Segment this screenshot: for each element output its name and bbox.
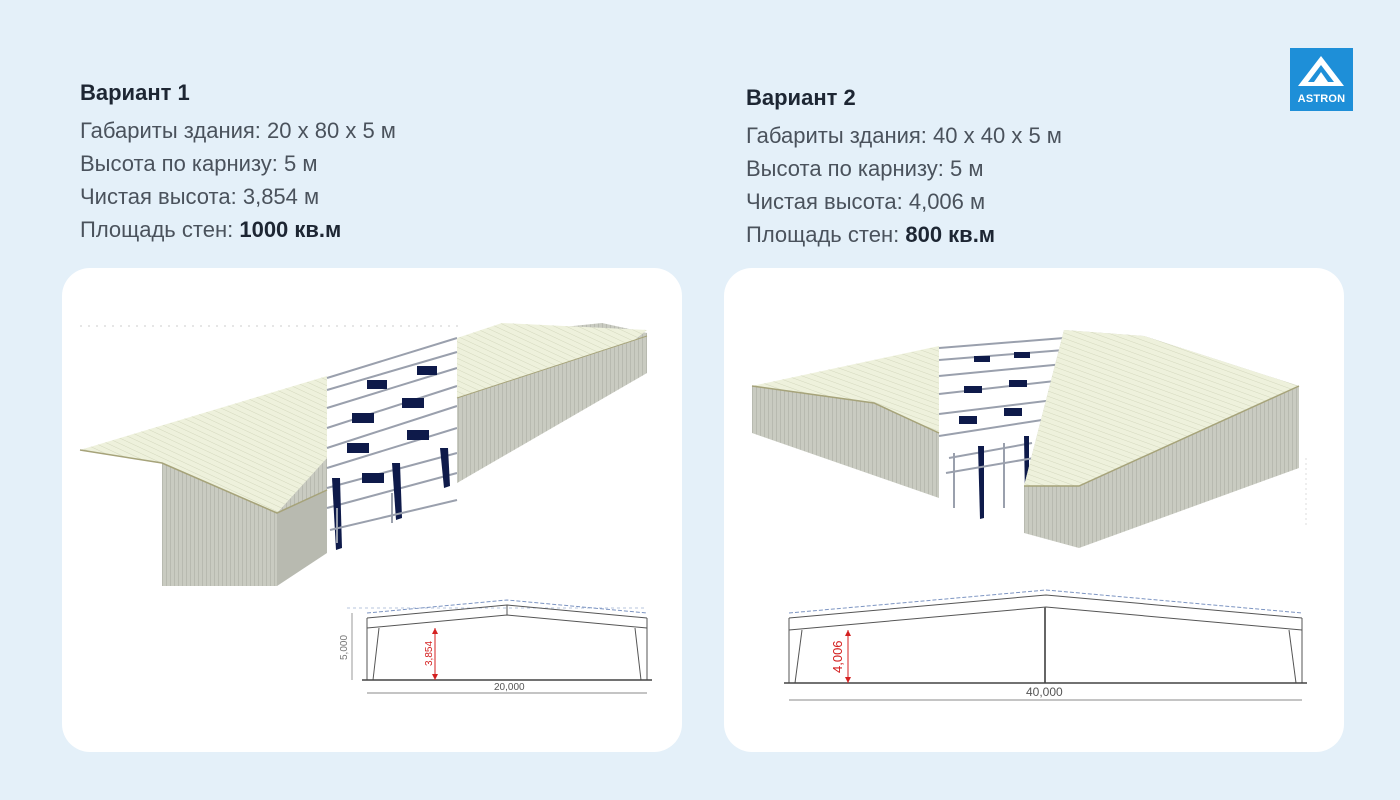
dimensions-value: 20 x 80 x 5 м [267, 118, 396, 143]
drawing-height-label: 5,000 [339, 635, 350, 660]
dimensions-value: 40 x 40 x 5 м [933, 123, 1062, 148]
wall-label: Площадь стен: [80, 217, 234, 242]
wall-label: Площадь стен: [746, 222, 900, 247]
clear-value: 3,854 м [242, 184, 320, 209]
dimensions-label: Габариты здания: [746, 123, 927, 148]
variant-1-dimensions: Габариты здания: 20 x 80 x 5 м [80, 114, 396, 147]
variant-2-building-illustration: 4,006 40,000 [751, 330, 1307, 701]
logo-roof-icon [1298, 56, 1344, 86]
clear-label: Чистая высота: [746, 189, 903, 214]
variant-2-eave-height: Высота по карнизу: 5 м [746, 152, 1062, 185]
variant-1-clear-height: Чистая высота: 3,854 м [80, 180, 396, 213]
drawing-width-label: 40,000 [1026, 685, 1063, 699]
variant-2-section-drawing [784, 589, 1307, 701]
variant-1-title: Вариант 1 [80, 80, 190, 105]
eave-value: 5 м [950, 156, 984, 181]
eave-value: 5 м [284, 151, 318, 176]
eave-label: Высота по карнизу: [746, 156, 944, 181]
variant-1-building-illustration: 5,000 3,854 20,000 [79, 323, 652, 694]
drawing-clear-height-label: 3,854 [424, 641, 435, 666]
variant-2-card: 4,006 40,000 [724, 268, 1344, 752]
drawing-width-label: 20,000 [494, 682, 525, 693]
variant-1-card: 5,000 3,854 20,000 [62, 268, 682, 752]
variant-2-clear-height: Чистая высота: 4,006 м [746, 185, 1062, 218]
wall-value: 1000 кв.м [239, 217, 342, 242]
variant-2-info: Вариант 2 Габариты здания: 40 x 40 x 5 м… [746, 85, 1062, 251]
variant-1-section-drawing [347, 599, 652, 694]
clear-value: 4,006 м [908, 189, 986, 214]
clear-label: Чистая высота: [80, 184, 237, 209]
eave-label: Высота по карнизу: [80, 151, 278, 176]
variant-1-eave-height: Высота по карнизу: 5 м [80, 147, 396, 180]
wall-value: 800 кв.м [905, 222, 996, 247]
variant-2-title: Вариант 2 [746, 85, 856, 110]
drawing-clear-height-label: 4,006 [830, 640, 845, 673]
variant-1-wall-area: Площадь стен: 1000 кв.м [80, 213, 396, 246]
astron-logo: ASTRON [1290, 48, 1353, 111]
logo-text: ASTRON [1297, 93, 1346, 105]
variant-1-info: Вариант 1 Габариты здания: 20 x 80 x 5 м… [80, 80, 396, 246]
dimensions-label: Габариты здания: [80, 118, 261, 143]
variant-2-wall-area: Площадь стен: 800 кв.м [746, 218, 1062, 251]
variant-2-dimensions: Габариты здания: 40 x 40 x 5 м [746, 119, 1062, 152]
